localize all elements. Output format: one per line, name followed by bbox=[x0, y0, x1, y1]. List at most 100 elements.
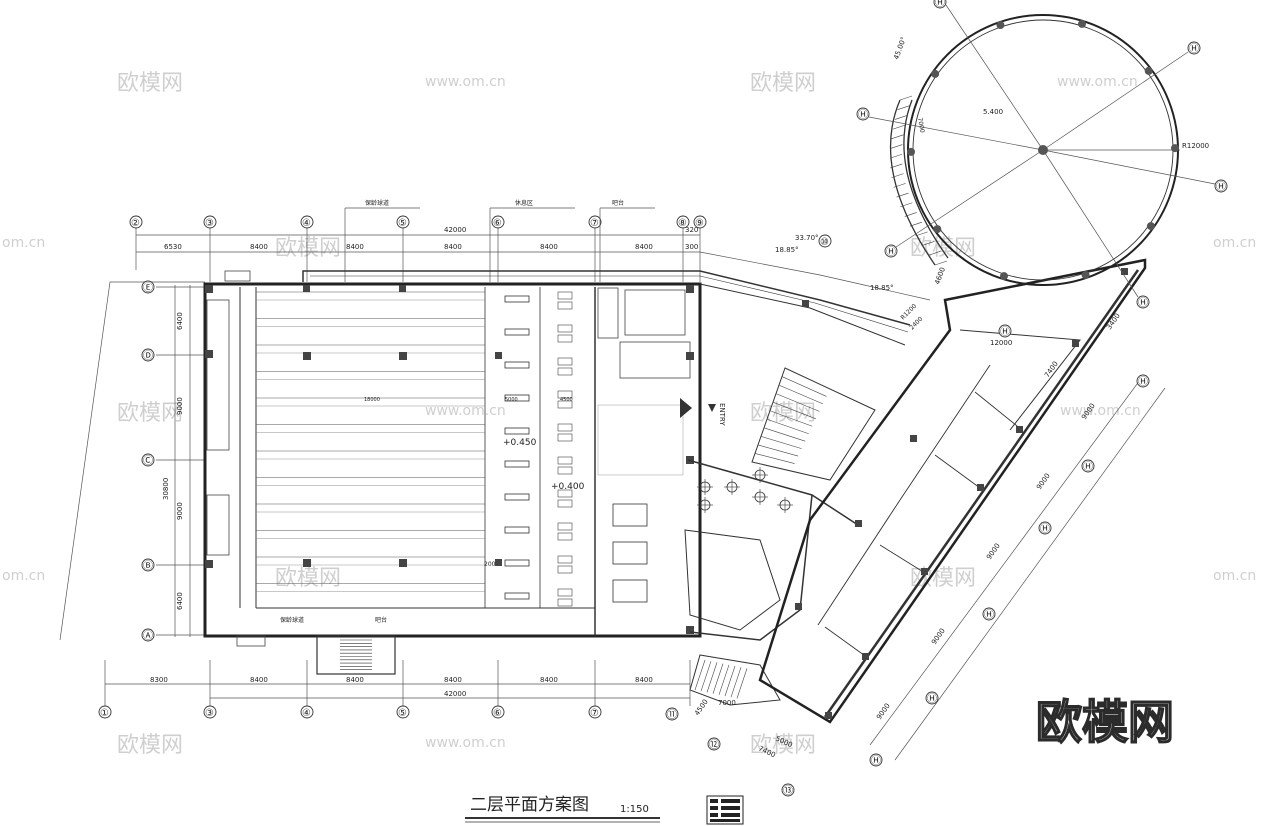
watermark-url: www.om.cn bbox=[1057, 74, 1138, 90]
grid-label: Ⓗ bbox=[935, 0, 945, 9]
ramp-tread bbox=[896, 192, 909, 198]
level-mark: 5.400 bbox=[983, 108, 1003, 116]
grid-label: Ⓗ bbox=[1216, 181, 1226, 193]
top-span-1: 6530 bbox=[164, 243, 182, 251]
watermark-url: om.cn bbox=[2, 568, 45, 584]
grid-label: ⑩ bbox=[820, 237, 829, 248]
stair-tread bbox=[778, 384, 824, 405]
grid-label: Ⓗ bbox=[871, 755, 881, 767]
watermark-logo: 欧模网 bbox=[117, 71, 183, 96]
seat bbox=[557, 456, 573, 465]
seat bbox=[557, 499, 573, 508]
top-span-2: 8400 bbox=[250, 243, 268, 251]
top-span-4: 8400 bbox=[444, 243, 462, 251]
wing-dim: 7000 bbox=[916, 117, 926, 133]
column bbox=[1170, 144, 1179, 153]
room-note: 吧台 bbox=[375, 616, 387, 624]
bottom-span: 8400 bbox=[250, 676, 268, 684]
level-mark: +0.400 bbox=[551, 482, 585, 492]
seat bbox=[557, 390, 573, 399]
wing-dim: 4600 bbox=[933, 266, 947, 285]
grid-label: Ⓗ bbox=[858, 109, 868, 121]
ramp-tread bbox=[890, 144, 903, 149]
watermark-logo: 欧模网 bbox=[750, 71, 816, 96]
ball-return bbox=[504, 361, 530, 369]
grid-label: Ⓗ bbox=[1138, 376, 1148, 388]
top-note: 保龄球道 bbox=[365, 199, 389, 207]
ball-return bbox=[504, 559, 530, 567]
dim-label: 2400 bbox=[908, 316, 924, 332]
ramp-tread bbox=[890, 163, 903, 169]
grid-label: ⑦ bbox=[590, 218, 599, 229]
seat bbox=[557, 400, 573, 409]
stair-tread bbox=[766, 418, 809, 435]
ball-return bbox=[504, 295, 530, 303]
top-span-3: 8400 bbox=[346, 243, 364, 251]
ramp-tread bbox=[899, 95, 913, 101]
top-span-5: 8400 bbox=[540, 243, 558, 251]
rotunda: R12000 5.400 45.00° 7000 Ⓗ Ⓗ Ⓗ Ⓗ Ⓗ Ⓗ Ⓗ bbox=[856, 0, 1228, 338]
grid-label: Ⓗ bbox=[1000, 326, 1010, 338]
grid-label: ⑦ bbox=[590, 708, 599, 719]
dim-label: 4500 bbox=[560, 397, 573, 403]
stair-tread bbox=[694, 659, 706, 691]
watermark-logo: 欧模网 bbox=[117, 733, 183, 758]
watermark-logo: 欧模网 bbox=[750, 733, 816, 758]
lane-length-dim: 18000 bbox=[364, 397, 380, 403]
stair-tread bbox=[724, 665, 736, 697]
ball-return bbox=[504, 592, 530, 600]
column bbox=[933, 225, 942, 234]
grid-label: ⑤ bbox=[398, 708, 407, 719]
angled-wing bbox=[758, 258, 1147, 724]
room-note: 保龄球道 bbox=[280, 616, 304, 624]
ramp-tread bbox=[892, 124, 906, 130]
bottom-total: 42000 bbox=[444, 690, 466, 698]
grid-label: ⑥ bbox=[493, 708, 502, 719]
top-corridor bbox=[224, 270, 911, 346]
stair-tread bbox=[760, 436, 802, 449]
top-note: 休息区 bbox=[515, 199, 533, 207]
ramp-tread bbox=[928, 251, 941, 256]
watermark-logo: 欧模网 bbox=[275, 236, 341, 261]
column bbox=[1078, 19, 1087, 28]
stair-tread bbox=[781, 376, 827, 397]
left-total: 30800 bbox=[162, 478, 170, 500]
ball-return bbox=[504, 493, 530, 501]
grid-label: ⑫ bbox=[709, 739, 719, 751]
stair-tread bbox=[775, 393, 820, 412]
watermark-url: om.cn bbox=[1213, 568, 1256, 584]
grid-label: ⑥ bbox=[493, 218, 502, 229]
bottom-span: 8400 bbox=[635, 676, 653, 684]
stair-tread bbox=[784, 367, 831, 390]
grid-label: Ⓓ bbox=[143, 350, 153, 362]
column bbox=[1144, 66, 1153, 75]
seat bbox=[557, 466, 573, 475]
wing-dim: 9000 bbox=[930, 627, 947, 646]
seat bbox=[557, 301, 573, 310]
stair-tread bbox=[700, 661, 712, 692]
stair-tread bbox=[769, 410, 813, 427]
column bbox=[999, 272, 1008, 281]
stair-tread bbox=[718, 664, 730, 695]
grid-label: Ⓑ bbox=[143, 560, 153, 572]
watermark-logo: 欧模网 bbox=[275, 566, 341, 591]
left-span: 6400 bbox=[176, 592, 184, 610]
grid-label: Ⓗ bbox=[1138, 297, 1148, 309]
seat bbox=[557, 532, 573, 541]
ball-return bbox=[504, 328, 530, 336]
grid-label: Ⓗ bbox=[1083, 461, 1093, 473]
site-boundary bbox=[59, 281, 205, 641]
top-dimension-chain: 42000 6530 8400 8400 8400 8400 8400 320 … bbox=[136, 226, 931, 301]
seat bbox=[557, 433, 573, 442]
ramp-tread bbox=[891, 134, 904, 140]
grid-label: Ⓔ bbox=[143, 282, 153, 294]
grid-label: ⑨ bbox=[695, 218, 704, 229]
bottom-span: 8300 bbox=[150, 676, 168, 684]
grid-label: Ⓗ bbox=[886, 246, 896, 258]
ball-return bbox=[504, 526, 530, 534]
grid-label: ③ bbox=[205, 218, 214, 229]
stair-tread bbox=[772, 401, 816, 420]
logo-watermark: 欧模网 bbox=[1036, 695, 1174, 749]
ramp-tread bbox=[904, 212, 917, 217]
